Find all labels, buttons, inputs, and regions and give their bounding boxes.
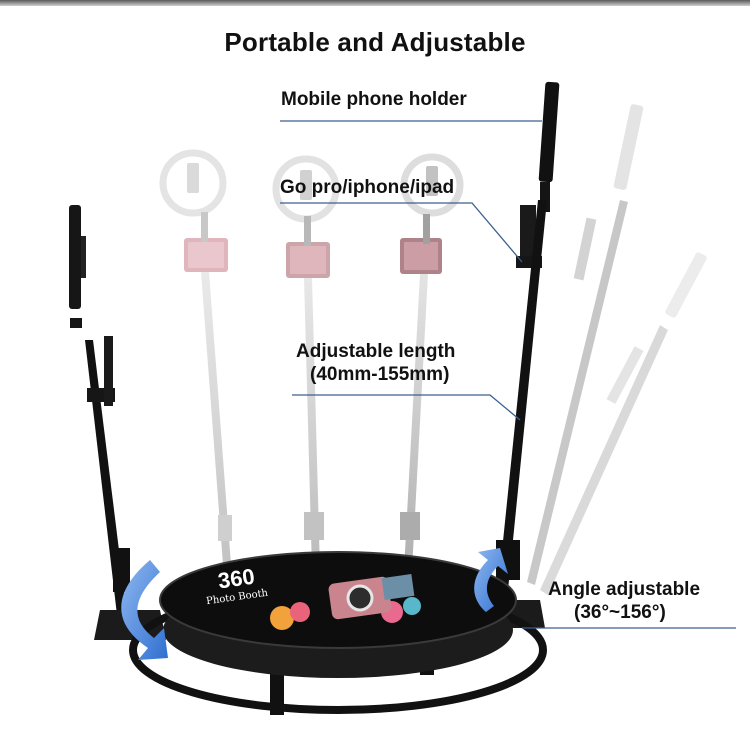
label-mobile-phone-holder: Mobile phone holder [281,89,467,110]
tilted-ghost-pole-2 [540,252,707,595]
ghost-pole-3 [400,153,464,570]
label-gopro-mount: Go pro/iphone/ipad [280,177,455,198]
page-title: Portable and Adjustable [224,27,526,57]
left-pole [69,205,166,640]
adjustable-length-text: Adjustable length [296,341,456,362]
rotation-arrow-left-icon [121,560,168,660]
right-pole [478,81,560,628]
tilted-ghost-pole-1 [527,104,644,585]
angle-adjustable-range: (36°~156°) [574,602,666,623]
rotating-platform [129,551,547,715]
label-angle-adjustable: Angle adjustable (36°~156°) [548,578,700,624]
ghost-pole-2 [272,155,340,570]
rotation-arrow-right-icon [474,548,508,612]
top-shadow-bar [0,0,750,6]
adjustable-length-range: (40mm-155mm) [310,364,450,385]
angle-adjustable-text: Angle adjustable [548,579,701,600]
ghost-pole-1 [159,149,232,578]
label-adjustable-length: Adjustable length (40mm-155mm) [296,340,455,386]
callout-lines [280,120,736,629]
